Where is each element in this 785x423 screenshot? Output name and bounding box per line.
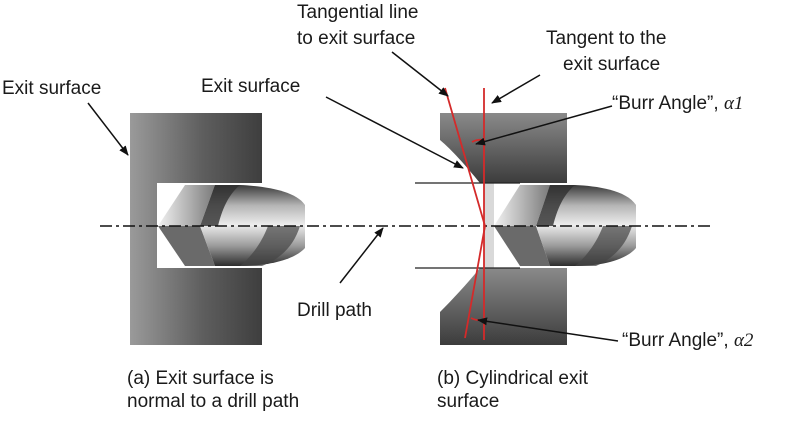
caption-b: (b) Cylindrical exit surface [437,367,588,413]
label-tangent-1: Tangent to the [546,28,667,49]
tangential-line-upper [444,87,486,227]
caption-a: (a) Exit surface is normal to a drill pa… [127,367,299,413]
alpha-2-symbol: α2 [733,330,754,351]
label-burr-angle-1: “Burr Angle”, α1 [612,93,744,114]
arrow-exit-surface-b [325,96,464,169]
label-tangent-2: exit surface [563,54,661,75]
arrow-burr-angle-1 [475,105,613,146]
drill-bit-a [158,185,305,266]
arrow-drill-path [339,227,384,284]
label-drill-path: Drill path [297,300,372,321]
arrow-burr-angle-2 [477,317,619,342]
tangential-line-lower [464,225,486,339]
alpha-1-symbol: α1 [723,93,744,114]
workpiece-a [130,113,262,345]
drill-bit-b [484,183,636,268]
caption-a-line2: normal to a drill path [127,391,300,412]
arrow-tangent [491,74,541,104]
arrow-tangential-line [391,51,449,97]
caption-a-line1: (a) Exit surface is [127,368,274,389]
caption-b-line1: (b) Cylindrical exit [437,368,588,389]
workpiece-b [440,113,567,345]
label-exit-surface-b: Exit surface [201,76,301,97]
label-tangential-line-1: Tangential line [297,2,419,23]
leader-arrows [87,51,619,342]
label-burr-angle-2: “Burr Angle”, α2 [622,330,754,351]
arrow-exit-surface-a [87,102,129,156]
label-tangential-line-2: to exit surface [297,28,416,49]
label-exit-surface-a: Exit surface [2,78,102,99]
caption-b-line2: surface [437,391,500,412]
